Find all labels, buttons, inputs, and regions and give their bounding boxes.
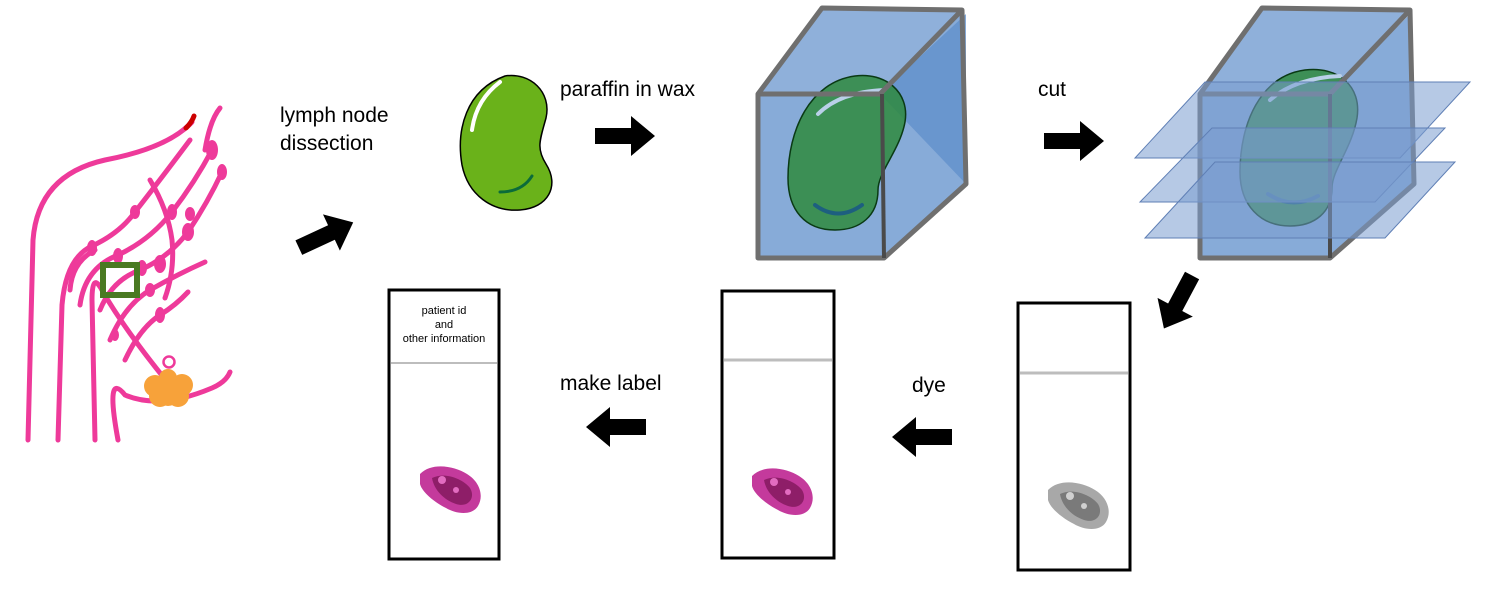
stained-tissue-section <box>752 468 813 515</box>
arrow-down-to-slide-icon <box>1146 266 1210 338</box>
slide-label-line1: patient id <box>422 305 467 317</box>
label-make-label: make label <box>560 372 662 395</box>
label-cut: cut <box>1038 78 1066 101</box>
label-dye: dye <box>912 374 946 397</box>
slide-label-line3: other information <box>403 333 486 345</box>
sectioned-block-illustration <box>1133 5 1472 261</box>
section-plane-3 <box>1143 161 1457 239</box>
arrow-to-lymph-node-icon <box>290 204 362 266</box>
labeled-tissue-section <box>420 466 481 513</box>
arrow-to-label-icon <box>586 407 646 447</box>
breast-lymphatics-illustration <box>25 105 233 443</box>
dissection-site-box <box>100 262 140 298</box>
lymph-node-beads <box>87 140 227 341</box>
labeled-slide: patient id and other information <box>387 288 501 561</box>
slide-label-line2: and <box>435 319 453 331</box>
arrow-to-dye-icon <box>892 417 952 457</box>
vessel-tip <box>183 113 197 131</box>
unstained-tissue-section <box>1048 482 1109 529</box>
label-lymph-node-dissection-line2: dissection <box>280 132 373 155</box>
wax-block-illustration <box>755 5 969 261</box>
arrow-to-cut-icon <box>1044 121 1104 161</box>
stained-slide <box>720 289 836 560</box>
label-paraffin-in-wax: paraffin in wax <box>560 78 696 101</box>
lymph-node-illustration <box>459 74 553 211</box>
label-lymph-node-dissection-line1: lymph node <box>280 104 389 127</box>
arrow-to-paraffin-icon <box>595 116 655 156</box>
tumor-shape <box>144 369 193 407</box>
unstained-slide <box>1016 301 1132 572</box>
nipple-ring <box>162 355 176 369</box>
